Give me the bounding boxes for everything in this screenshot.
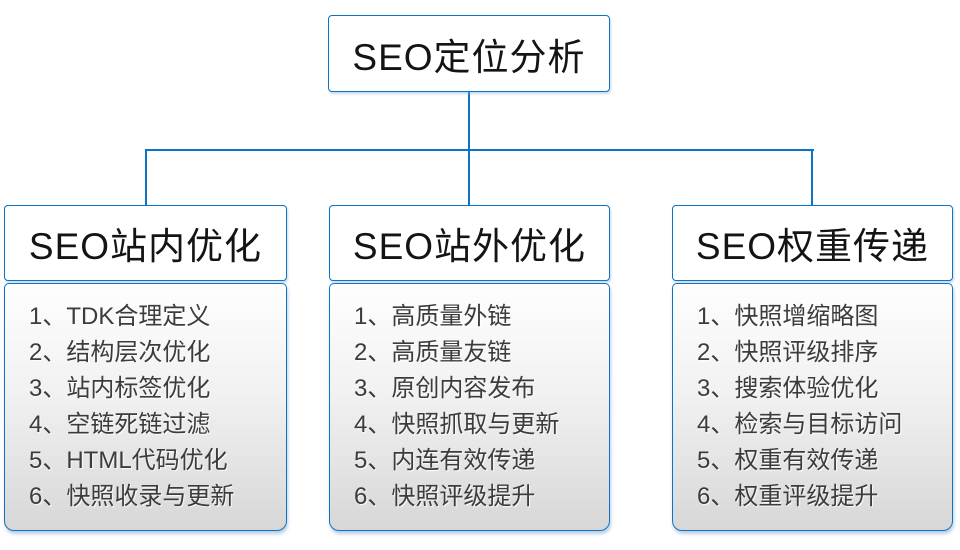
branch-node-offsite-label: SEO站外优化 bbox=[352, 226, 587, 267]
branch-list-weight: 1、快照增缩略图 2、快照评级排序 3、搜索体验优化 4、检索与目标访问 5、权… bbox=[672, 283, 953, 531]
branch-onsite: SEO站内优化 1、TDK合理定义 2、结构层次优化 3、站内标签优化 4、空链… bbox=[4, 0, 287, 550]
connector-drop-left bbox=[145, 149, 147, 206]
branch-node-weight-label: SEO权重传递 bbox=[695, 226, 930, 267]
branch-weight: SEO权重传递 1、快照增缩略图 2、快照评级排序 3、搜索体验优化 4、检索与… bbox=[672, 0, 953, 550]
list-item: 4、空链死链过滤 bbox=[29, 411, 211, 438]
connector-horizontal bbox=[145, 149, 814, 151]
list-item: 5、权重有效传递 bbox=[697, 447, 879, 474]
branch-list-onsite: 1、TDK合理定义 2、结构层次优化 3、站内标签优化 4、空链死链过滤 5、H… bbox=[4, 283, 287, 531]
branch-node-weight: SEO权重传递 bbox=[672, 205, 953, 281]
list-item: 5、HTML代码优化 bbox=[29, 447, 228, 474]
list-item: 1、快照增缩略图 bbox=[697, 303, 879, 330]
list-item: 5、内连有效传递 bbox=[354, 447, 536, 474]
list-item: 6、快照评级提升 bbox=[354, 483, 536, 510]
list-item: 6、权重评级提升 bbox=[697, 483, 879, 510]
list-item: 3、站内标签优化 bbox=[29, 375, 211, 402]
list-item: 2、快照评级排序 bbox=[697, 339, 879, 366]
branch-list-offsite: 1、高质量外链 2、高质量友链 3、原创内容发布 4、快照抓取与更新 5、内连有… bbox=[329, 283, 610, 531]
list-item: 1、TDK合理定义 bbox=[29, 303, 211, 330]
list-item: 2、高质量友链 bbox=[354, 339, 512, 366]
list-item: 3、搜索体验优化 bbox=[697, 375, 879, 402]
list-item: 4、快照抓取与更新 bbox=[354, 411, 560, 438]
root-node-label: SEO定位分析 bbox=[352, 36, 586, 78]
branch-node-onsite-label: SEO站内优化 bbox=[28, 226, 263, 267]
root-node: SEO定位分析 bbox=[328, 15, 610, 92]
list-item: 1、高质量外链 bbox=[354, 303, 512, 330]
branch-node-onsite: SEO站内优化 bbox=[4, 205, 287, 281]
branch-offsite: SEO站外优化 1、高质量外链 2、高质量友链 3、原创内容发布 4、快照抓取与… bbox=[329, 0, 610, 550]
list-item: 4、检索与目标访问 bbox=[697, 411, 903, 438]
list-item: 2、结构层次优化 bbox=[29, 339, 211, 366]
connector-drop-center bbox=[468, 149, 470, 206]
branch-node-offsite: SEO站外优化 bbox=[329, 205, 610, 281]
connector-drop-right bbox=[811, 149, 813, 206]
list-item: 6、快照收录与更新 bbox=[29, 483, 235, 510]
connector-root-stem bbox=[468, 92, 470, 150]
list-item: 3、原创内容发布 bbox=[354, 375, 536, 402]
